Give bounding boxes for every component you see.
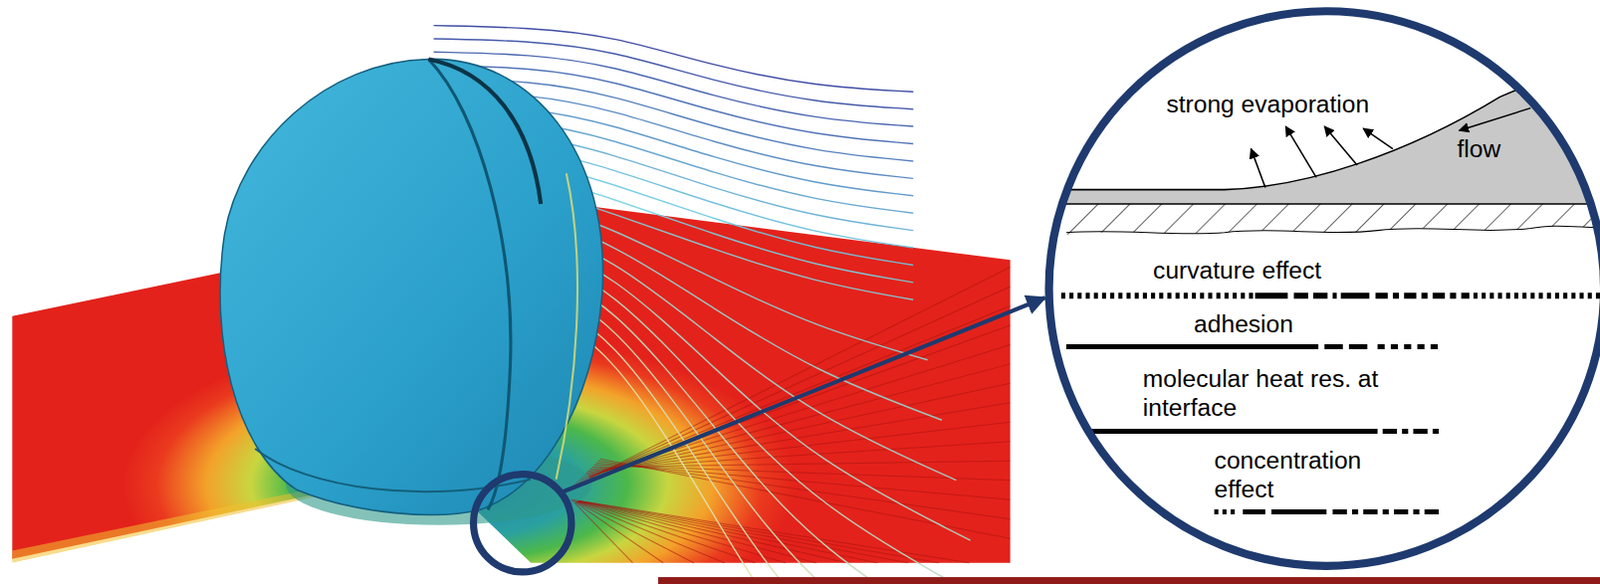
bar-solid [1255, 292, 1289, 299]
zoom-detail [1040, 40, 1600, 512]
zoom-leader-line [561, 297, 1046, 493]
evaporation-arrow [1363, 128, 1393, 149]
bar-solid [1341, 292, 1371, 299]
zoom-marker [473, 474, 572, 573]
bar-dotted [1061, 292, 1254, 299]
surface-line [596, 462, 1011, 500]
contact-streamline [556, 173, 578, 479]
surface-line [575, 305, 1011, 483]
vapour-bubble [220, 58, 603, 525]
bar-dashed [1377, 344, 1442, 350]
surface-line [571, 499, 909, 564]
effect-label: molecular heat res. at interface [1142, 365, 1393, 423]
bar-dashed [1324, 344, 1373, 350]
surface-line [587, 422, 1010, 471]
bubble-body [220, 58, 603, 515]
bar-solid [1271, 509, 1327, 515]
zoom-circle: strong evaporation flow curvature effect ad… [1044, 6, 1600, 571]
zoom-circle-border [1049, 10, 1600, 567]
surface-line [571, 499, 878, 564]
curvature-bar [1061, 295, 1600, 297]
surface-line [571, 499, 755, 564]
bar-dotted [1214, 509, 1240, 515]
surface-line [571, 499, 725, 564]
surface-line [571, 499, 939, 564]
solid-wall-surface [1040, 203, 1600, 206]
effect-bars [1061, 295, 1600, 512]
solid-wall-hatch [1040, 204, 1600, 235]
adhesion-bar [1066, 346, 1441, 348]
bar-dashed [1382, 429, 1441, 435]
effect-label: flow [1457, 134, 1530, 164]
effect-label: concentration effect [1214, 447, 1419, 504]
effect-label: adhesion [1193, 310, 1337, 340]
bar-dashed [1294, 292, 1338, 299]
liquid-surface [1040, 40, 1600, 191]
bar-dotted [1473, 292, 1600, 299]
evaporation-arrow [1285, 126, 1317, 178]
bubble-rim [428, 58, 541, 205]
concentration-bar [1214, 511, 1442, 513]
solid-wall-edge [1066, 226, 1600, 234]
bar-solid [1066, 429, 1378, 435]
surface-line [571, 267, 1011, 488]
bubble-cut-line [428, 58, 510, 510]
evaporation-arrow [1324, 126, 1358, 166]
surface-line [591, 460, 1010, 467]
evaporation-arrows [1250, 126, 1392, 188]
evaporation-arrow [1250, 149, 1265, 189]
bar-solid [1066, 344, 1319, 350]
effect-label: strong evaporation [1165, 89, 1431, 119]
bar-solid [1242, 509, 1266, 515]
heat-resistance-bar [1066, 431, 1441, 433]
surface-line [571, 499, 848, 564]
surface-line [598, 460, 1011, 519]
bar-dashed [1375, 292, 1470, 299]
flow-arrow [1459, 108, 1532, 132]
surface-line [571, 499, 817, 564]
liquid-film [1040, 40, 1600, 205]
surface-lines [571, 267, 1011, 564]
effect-label: curvature effect [1152, 255, 1398, 285]
bar-dashed [1332, 509, 1441, 515]
footer-bar [658, 577, 1600, 584]
surface-line [573, 286, 1011, 486]
surface-line [593, 464, 1010, 480]
